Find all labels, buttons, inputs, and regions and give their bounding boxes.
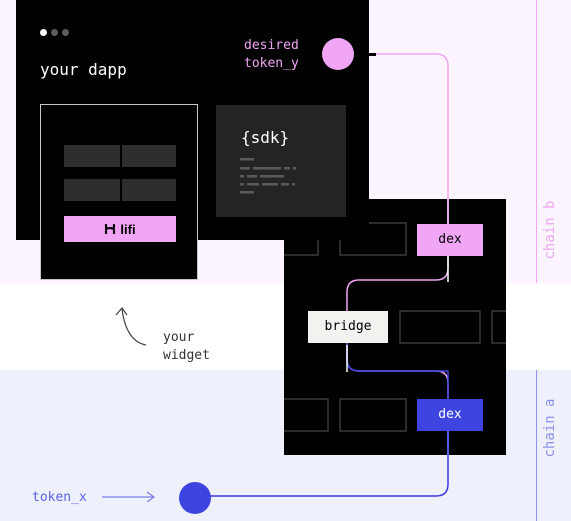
dex-chain-a-node: dex bbox=[417, 399, 483, 431]
curved-arrow-icon bbox=[115, 307, 147, 346]
window-dots-icon bbox=[40, 29, 80, 37]
widget-field bbox=[122, 145, 176, 167]
sdk-panel bbox=[216, 105, 346, 217]
chain-a-divider bbox=[536, 370, 537, 521]
bridge-node: bridge bbox=[308, 311, 388, 343]
widget-lifi-button[interactable]: lifi bbox=[64, 216, 176, 242]
desired-token-node bbox=[322, 38, 354, 70]
lifi-logo-icon bbox=[105, 223, 116, 235]
dex-chain-b-node: dex bbox=[417, 224, 483, 256]
widget-field bbox=[64, 145, 120, 167]
sdk-code-lines bbox=[240, 158, 296, 194]
widget-caption-line1: your bbox=[163, 330, 195, 345]
right-arrow-icon bbox=[102, 491, 156, 503]
widget-field bbox=[122, 179, 176, 201]
desired-label-line2: token_y bbox=[244, 56, 299, 71]
widget-caption-line2: widget bbox=[163, 348, 210, 363]
dapp-title: your dapp bbox=[40, 60, 127, 79]
sdk-label: {sdk} bbox=[241, 128, 290, 147]
chain-b-divider bbox=[536, 0, 537, 283]
lifi-brand-text: lifi bbox=[120, 221, 136, 237]
widget-field bbox=[64, 179, 120, 201]
token-x-label: token_x bbox=[32, 490, 87, 505]
desired-token-connector bbox=[354, 53, 376, 56]
token-x-node bbox=[179, 482, 211, 514]
desired-label-line1: desired bbox=[244, 38, 299, 53]
